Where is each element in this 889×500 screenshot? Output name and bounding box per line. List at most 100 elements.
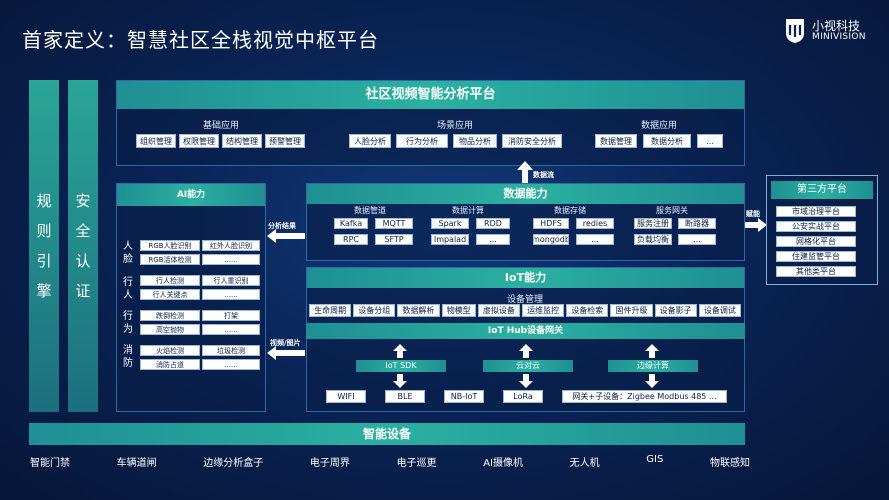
app-chip[interactable]: 人脸分析 (349, 134, 391, 148)
mgmt-chip[interactable]: 物模型 (441, 304, 476, 317)
app-chip[interactable]: 消防安全分析 (502, 134, 562, 148)
data-chip[interactable]: ... (476, 234, 510, 245)
device-item[interactable]: 车辆道闸 (116, 458, 157, 469)
mgmt-chip[interactable]: 虚拟设备 (477, 304, 520, 317)
cat-char: 脸 (123, 254, 133, 265)
mgmt-chip[interactable]: 生命周期 (309, 304, 352, 317)
protocol-chip[interactable]: LoRa (503, 390, 543, 403)
ai-category-behavior: 行 为 (121, 310, 135, 336)
page-title: 首家定义：智慧社区全栈视觉中枢平台 (22, 28, 379, 52)
app-chip[interactable]: 物品分析 (453, 134, 497, 148)
video-image-label: 视频/图片 (270, 339, 301, 347)
cat-char: 为 (123, 324, 133, 335)
ai-chip[interactable]: ...... (202, 254, 260, 265)
data-chip[interactable]: HDFS (533, 218, 569, 229)
data-chip[interactable]: 负载均衡 (634, 234, 672, 245)
ai-chip[interactable]: RGB活体检测 (140, 254, 200, 265)
app-chip[interactable]: 权限管理 (179, 134, 219, 148)
platform-panel: 社区视频智能分析平台 (116, 80, 745, 166)
device-item[interactable]: 电子周界 (309, 458, 350, 469)
app-chip[interactable]: 预警管理 (265, 134, 305, 148)
device-item[interactable]: 无人机 (569, 458, 600, 469)
data-chip[interactable]: 断路器 (678, 218, 716, 229)
cat-char: 人 (123, 290, 133, 301)
data-chip[interactable]: redies (576, 218, 614, 229)
protocol-chip[interactable]: WIFI (326, 390, 366, 403)
arrow-up-icon (517, 161, 533, 185)
app-chip[interactable]: 结构管理 (222, 134, 262, 148)
mgmt-chip[interactable]: 运维监控 (521, 304, 565, 317)
data-flow-label: 数据流 (533, 171, 554, 179)
app-chip[interactable]: 行为分析 (396, 134, 448, 148)
hub-item[interactable]: IoT SDK (356, 360, 446, 372)
device-item[interactable]: AI摄像机 (483, 458, 523, 469)
data-chip[interactable]: RPC (334, 234, 368, 245)
ai-chip[interactable]: 垃圾检测 (202, 345, 260, 356)
ai-chip[interactable]: ...... (202, 359, 260, 370)
protocol-chip[interactable]: 网关+子设备：Zigbee Modbus 485 ... (562, 390, 727, 403)
analysis-result-label: 分析结果 (268, 222, 296, 230)
bar-char: 安 (75, 192, 91, 210)
ai-chip[interactable]: 行人重识别 (202, 275, 260, 286)
arrow-right-icon (745, 218, 767, 232)
ai-chip[interactable]: RGB人脸识别 (140, 240, 200, 251)
protocol-chip[interactable]: BLE (385, 390, 425, 403)
ai-chip[interactable]: 打架 (202, 310, 260, 321)
third-party-chip[interactable]: 网格化平台 (776, 236, 856, 247)
ai-chip[interactable]: 跌倒检测 (140, 310, 200, 321)
hub-item[interactable]: 边缘计算 (608, 360, 698, 372)
data-chip[interactable]: Impalad (431, 234, 469, 245)
third-party-chip[interactable]: 住建监管平台 (776, 251, 856, 262)
platform-title: 社区视频智能分析平台 (117, 81, 744, 109)
data-group-label: 数据管道 (354, 206, 386, 215)
arrow-left-icon (267, 229, 305, 243)
device-item[interactable]: GIS (646, 454, 664, 465)
arrow-down-icon (519, 374, 533, 388)
mgmt-chip[interactable]: 设备分组 (353, 304, 396, 317)
logo-cn: 小视科技 (812, 19, 861, 33)
mgmt-chip[interactable]: 设备调试 (698, 304, 741, 317)
ai-chip[interactable]: 火焰检测 (140, 345, 200, 356)
app-chip[interactable]: 数据管理 (595, 134, 637, 148)
ai-chip[interactable]: 高空抛物 (140, 324, 200, 335)
device-item[interactable]: 电子巡更 (396, 458, 437, 469)
mgmt-chip[interactable]: 设备影子 (654, 304, 697, 317)
third-party-chip[interactable]: 公安实战平台 (776, 221, 856, 232)
mgmt-chip[interactable]: 固件升级 (610, 304, 653, 317)
data-chip[interactable]: ... (576, 234, 614, 245)
data-chip[interactable]: Kafka (334, 218, 368, 229)
ai-chip[interactable]: 红外人脸识别 (202, 240, 260, 251)
data-chip[interactable]: mongodb (533, 234, 569, 245)
data-chip[interactable]: SFTP (375, 234, 413, 245)
device-item[interactable]: 边缘分析盒子 (203, 458, 264, 469)
ai-chip[interactable]: 行人关键点 (140, 289, 200, 300)
ai-chip[interactable]: ...... (202, 324, 260, 335)
device-item[interactable]: 智能门禁 (30, 458, 70, 469)
app-chip[interactable]: 组织管理 (136, 134, 176, 148)
arrow-up-icon (393, 344, 407, 358)
app-chip[interactable]: ... (697, 134, 723, 148)
third-party-chip[interactable]: 市域治理平台 (776, 206, 856, 217)
data-chip[interactable]: 服务注册 (634, 218, 672, 229)
mgmt-chip[interactable]: 设备检索 (566, 304, 609, 317)
third-party-chip[interactable]: 其他类平台 (776, 266, 856, 277)
bar-char: 引 (36, 252, 52, 270)
device-item[interactable]: 物联感知 (709, 458, 750, 469)
arrow-up-icon (645, 344, 659, 358)
iot-panel: IoT能力 (306, 267, 745, 412)
group-label: 数据应用 (640, 121, 677, 131)
data-chip[interactable]: ... (678, 234, 716, 245)
ai-chip[interactable]: 行人检测 (140, 275, 200, 286)
ai-chip[interactable]: 消防占道 (140, 359, 200, 370)
data-chip[interactable]: Spark (431, 218, 469, 229)
data-chip[interactable]: RDD (476, 218, 510, 229)
hub-item[interactable]: 云对云 (483, 360, 573, 372)
app-chip[interactable]: 数据分析 (643, 134, 691, 148)
protocol-chip[interactable]: NB-IoT (444, 390, 484, 403)
cat-char: 人 (123, 241, 133, 252)
ai-chip[interactable]: ...... (202, 289, 260, 300)
mgmt-chip[interactable]: 数据解析 (397, 304, 440, 317)
logo-shield-icon (786, 19, 804, 43)
rule-engine-bar: 规 则 引 擎 (29, 80, 59, 412)
data-chip[interactable]: MQTT (375, 218, 413, 229)
